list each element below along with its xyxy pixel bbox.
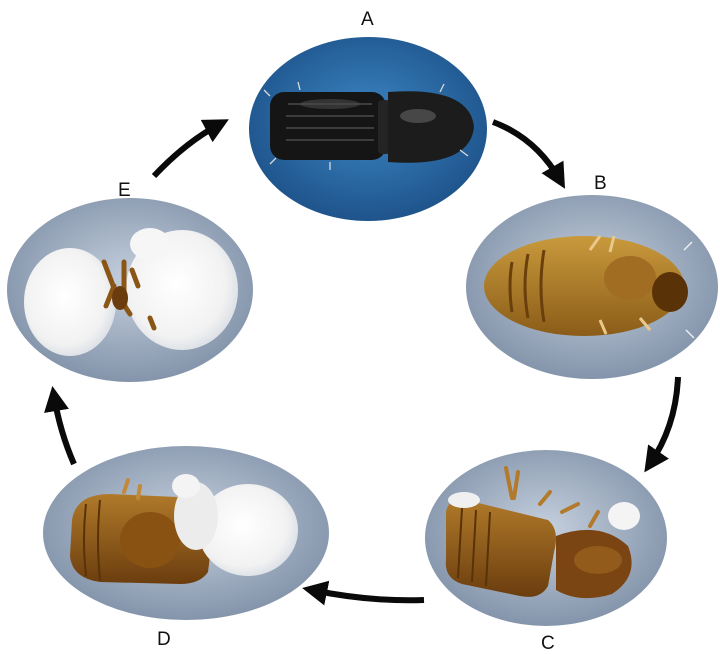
stage-label-e: E bbox=[118, 181, 131, 200]
arrow-b-to-c bbox=[650, 377, 678, 464]
stage-label-a: A bbox=[361, 10, 374, 29]
stage-b-photo bbox=[466, 195, 718, 379]
stage-d-photo bbox=[43, 446, 329, 620]
arrow-a-to-b bbox=[493, 122, 560, 180]
stage-a-photo bbox=[249, 37, 487, 221]
arrow-d-to-e bbox=[54, 396, 74, 464]
arrow-e-to-a bbox=[154, 124, 220, 176]
stage-label-b: B bbox=[594, 174, 607, 193]
stage-e-photo bbox=[7, 198, 253, 382]
arrow-c-to-d bbox=[312, 590, 424, 600]
adult-beetle-icon bbox=[264, 82, 474, 170]
stage-label-c: C bbox=[541, 634, 555, 653]
stage-c-photo bbox=[425, 450, 667, 626]
stage-label-d: D bbox=[157, 630, 171, 649]
